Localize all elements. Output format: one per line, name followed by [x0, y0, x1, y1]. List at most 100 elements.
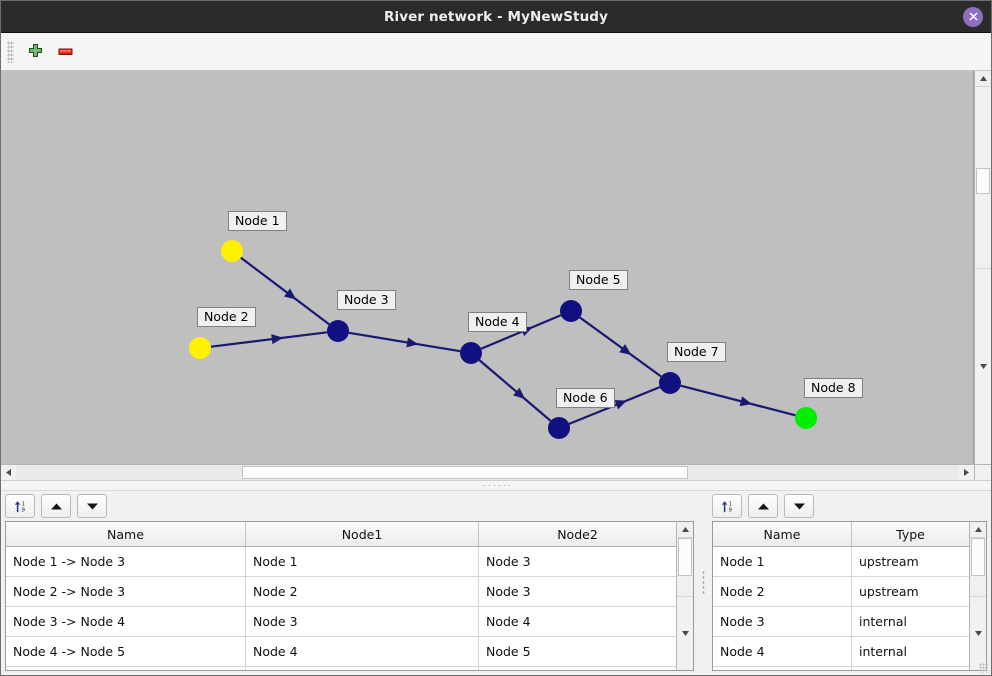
scroll-down-icon[interactable] — [975, 267, 991, 464]
graph-node-node-6[interactable] — [548, 417, 570, 439]
table-cell[interactable]: Node 5 — [478, 636, 676, 667]
nodes-move-down-icon[interactable] — [784, 494, 814, 518]
sort-ascending-icon[interactable]: 1 9 — [5, 494, 35, 518]
table-cell[interactable]: upstream — [851, 576, 969, 607]
table-cell[interactable]: Node 2 — [245, 576, 479, 607]
table-cell[interactable]: Node 4 — [713, 636, 852, 667]
branches-scroll-up-icon[interactable] — [677, 522, 693, 538]
column-header-name[interactable]: Name — [713, 522, 852, 547]
table-cell[interactable] — [6, 666, 246, 670]
graph-node-node-7[interactable] — [659, 372, 681, 394]
table-cell[interactable] — [245, 666, 479, 670]
graph-node-label-node-8[interactable]: Node 8 — [804, 378, 863, 398]
canvas-vertical-scrollbar[interactable] — [974, 71, 991, 464]
table-cell[interactable]: Node 3 -> Node 4 — [6, 606, 246, 637]
table-cell[interactable] — [478, 666, 676, 670]
canvas-hscroll-track[interactable] — [16, 465, 959, 480]
move-down-icon[interactable] — [77, 494, 107, 518]
remove-minus-icon[interactable] — [50, 37, 80, 67]
branches-vertical-scrollbar[interactable] — [676, 522, 693, 670]
table-cell[interactable]: Node 4 — [478, 606, 676, 637]
table-cell[interactable]: Node 2 — [713, 576, 852, 607]
table-cell[interactable]: Node 3 — [713, 606, 852, 637]
graph-node-node-3[interactable] — [327, 320, 349, 342]
graph-edge[interactable] — [579, 316, 662, 378]
graph-node-node-4[interactable] — [460, 342, 482, 364]
graph-node-node-8[interactable] — [795, 407, 817, 429]
graph-node-node-5[interactable] — [560, 300, 582, 322]
table-row[interactable] — [713, 666, 969, 670]
graph-node-node-2[interactable] — [189, 337, 211, 359]
graph-node-label-node-5[interactable]: Node 5 — [569, 270, 628, 290]
move-up-icon[interactable] — [41, 494, 71, 518]
graph-node-label-node-4[interactable]: Node 4 — [468, 312, 527, 332]
graph-edge-arrow-icon — [406, 337, 419, 348]
table-cell[interactable]: Node 2 -> Node 3 — [6, 576, 246, 607]
canvas-tables-splitter[interactable] — [1, 480, 991, 491]
column-header-name[interactable]: Name — [6, 522, 246, 547]
nodes-scroll-up-icon[interactable] — [970, 522, 986, 538]
canvas-hscroll-thumb[interactable] — [242, 466, 688, 479]
nodes-vertical-scrollbar[interactable] — [969, 522, 986, 670]
table-cell[interactable]: Node 4 -> Node 5 — [6, 636, 246, 667]
table-cell[interactable]: upstream — [851, 546, 969, 577]
table-cell[interactable] — [713, 666, 852, 670]
nodes-vscroll-thumb[interactable] — [971, 538, 985, 576]
nodes-sort-ascending-icon[interactable]: 1 9 — [712, 494, 742, 518]
graph-edge[interactable] — [348, 331, 461, 353]
graph-node-label-node-7[interactable]: Node 7 — [667, 342, 726, 362]
toolbar-grip[interactable] — [7, 40, 14, 63]
branches-scroll-down-icon[interactable] — [677, 596, 693, 670]
scroll-left-icon[interactable] — [1, 465, 16, 480]
graph-edge[interactable] — [480, 314, 562, 350]
branches-vscroll-track[interactable] — [677, 538, 693, 596]
add-plus-icon[interactable] — [20, 37, 50, 67]
graph-node-node-1[interactable] — [221, 240, 243, 262]
graph-edge[interactable] — [478, 359, 552, 422]
graph-node-label-node-2[interactable]: Node 2 — [197, 307, 256, 327]
table-cell[interactable]: internal — [851, 636, 969, 667]
canvas-vscroll-track[interactable] — [975, 87, 991, 268]
graph-node-label-node-3[interactable]: Node 3 — [337, 290, 396, 310]
table-row[interactable] — [6, 666, 676, 670]
graph-node-label-node-1[interactable]: Node 1 — [228, 211, 287, 231]
scroll-up-icon[interactable] — [975, 71, 991, 87]
branches-vscroll-thumb[interactable] — [678, 538, 692, 576]
column-header-type[interactable]: Type — [851, 522, 969, 547]
table-cell[interactable]: Node 1 -> Node 3 — [6, 546, 246, 577]
column-header-node2[interactable]: Node2 — [478, 522, 676, 547]
table-cell[interactable]: Node 1 — [245, 546, 479, 577]
graph-edge[interactable] — [240, 256, 330, 326]
graph-node-label-node-6[interactable]: Node 6 — [556, 388, 615, 408]
tables-splitter[interactable] — [698, 491, 708, 675]
table-cell[interactable]: Node 4 — [245, 636, 479, 667]
table-cell[interactable]: Node 1 — [713, 546, 852, 577]
nodes-move-up-icon[interactable] — [748, 494, 778, 518]
table-cell[interactable]: Node 3 — [245, 606, 479, 637]
canvas-vscroll-thumb[interactable] — [976, 168, 990, 194]
canvas-horizontal-scrollbar[interactable] — [1, 464, 991, 480]
table-cell[interactable]: Node 3 — [478, 546, 676, 577]
window-resize-grip[interactable] — [979, 663, 989, 673]
river-network-graph[interactable]: Node 1 Node 2 Node 3 Node 4 Node 5 Node 6 Node… — [1, 71, 974, 464]
column-header-node1[interactable]: Node1 — [245, 522, 479, 547]
close-icon[interactable] — [963, 6, 983, 27]
nodes-scroll-down-icon[interactable] — [970, 596, 986, 670]
scroll-right-icon[interactable] — [959, 465, 974, 480]
nodes-vscroll-track[interactable] — [970, 538, 986, 596]
table-cell[interactable]: Node 3 — [478, 576, 676, 607]
graph-edge[interactable] — [210, 331, 328, 348]
graph-edge[interactable] — [680, 384, 796, 417]
table-cell[interactable]: internal — [851, 606, 969, 637]
table-cell[interactable] — [851, 666, 969, 670]
